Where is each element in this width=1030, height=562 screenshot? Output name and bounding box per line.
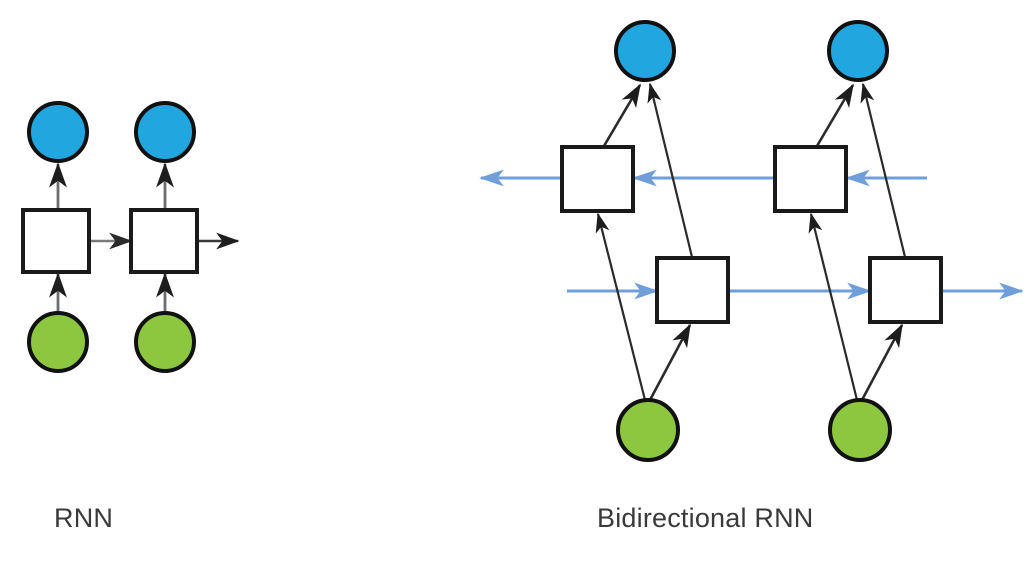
output-node-t2[interactable] — [827, 20, 889, 82]
output-node-t1[interactable] — [27, 101, 89, 163]
edge-input-t2-to-backward-cell-t2 — [808, 212, 859, 401]
backward-cell-t2[interactable] — [773, 145, 848, 213]
input-node-t2[interactable] — [828, 398, 892, 462]
hidden-cell-t2[interactable] — [129, 208, 199, 274]
edge-input-t1-to-backward-cell-t1 — [595, 212, 647, 401]
edge-backward-cell-t2-to-output-t2 — [815, 83, 855, 147]
edge-forward-cell-t2-to-output-t2 — [860, 82, 907, 258]
output-node-t1[interactable] — [614, 20, 676, 82]
edge-forward-cell-t1-to-output-t1 — [647, 82, 694, 258]
edge-input-t1-to-forward-cell-t1 — [648, 323, 692, 401]
panel-bidirectional-rnn — [479, 20, 1024, 462]
forward-cell-t1[interactable] — [655, 256, 730, 324]
panel-rnn — [21, 101, 240, 373]
edge-backward-cell-t1-to-output-t1 — [602, 83, 642, 147]
output-node-t2[interactable] — [134, 101, 196, 163]
input-node-t1[interactable] — [616, 398, 680, 462]
input-node-t2[interactable] — [134, 311, 196, 373]
edge-input-t2-to-forward-cell-t2 — [860, 323, 904, 401]
hidden-cell-t1[interactable] — [21, 208, 91, 274]
forward-cell-t2[interactable] — [868, 256, 943, 324]
panel-caption-bidirectional-rnn: Bidirectional RNN — [597, 503, 814, 533]
backward-cell-t1[interactable] — [560, 145, 635, 213]
input-node-t1[interactable] — [27, 311, 89, 373]
panel-caption-rnn: RNN — [54, 503, 114, 533]
